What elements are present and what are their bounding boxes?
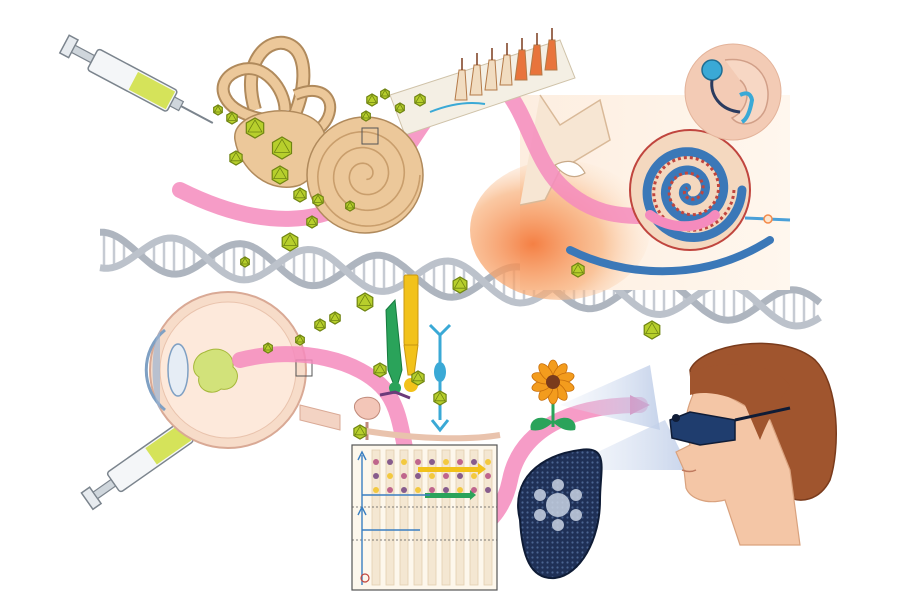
virus-particle-icon xyxy=(314,318,326,332)
retina-cell-nucleus xyxy=(401,473,407,479)
retina-cell-nucleus xyxy=(485,473,491,479)
virus-particle-icon xyxy=(643,320,661,340)
retina-layers-panel xyxy=(351,444,498,591)
virus-particle-icon xyxy=(414,93,426,107)
virus-particle-icon xyxy=(571,262,585,278)
virus-particle-icon xyxy=(452,276,468,294)
photoreceptor-column xyxy=(427,449,437,586)
virus-particle-icon xyxy=(373,362,387,378)
retina-cell-nucleus xyxy=(457,473,463,479)
hair-cell xyxy=(499,54,513,86)
retina-cell-nucleus xyxy=(429,473,435,479)
retina-cell-nucleus xyxy=(387,459,393,465)
virus-particle-icon xyxy=(306,215,318,229)
hair-cell xyxy=(469,64,483,96)
person-wearing-goggles xyxy=(669,342,837,546)
virus-particle-icon xyxy=(329,311,341,325)
hair-cell xyxy=(544,39,558,71)
photoreceptor-column xyxy=(413,449,423,586)
virus-particle-icon xyxy=(395,102,405,114)
retina-cell-nucleus xyxy=(401,459,407,465)
virus-particle-icon xyxy=(245,117,265,139)
retina-cell-nucleus xyxy=(485,459,491,465)
virus-particle-icon xyxy=(293,187,307,203)
photoreceptor-column xyxy=(399,449,409,586)
retina-cell-nucleus xyxy=(443,473,449,479)
virus-particle-icon xyxy=(433,390,447,406)
retina-cell-nucleus xyxy=(415,473,421,479)
flower-icon xyxy=(530,359,576,431)
virus-particle-icon xyxy=(361,110,371,122)
retina-cell-nucleus xyxy=(373,459,379,465)
photoreceptor-column xyxy=(483,449,493,586)
virus-particle-icon xyxy=(226,111,238,125)
photoreceptor-column xyxy=(455,449,465,586)
virus-particle-icon xyxy=(295,334,305,346)
retina-cell-nucleus xyxy=(485,487,491,493)
retina-cell-nucleus xyxy=(415,459,421,465)
retina-cell-nucleus xyxy=(471,473,477,479)
virus-particle-icon xyxy=(271,136,293,160)
retina-cell-nucleus xyxy=(429,459,435,465)
photoreceptor-column xyxy=(441,449,451,586)
outer-ear-device-inset xyxy=(684,43,782,141)
hair-cell-strip xyxy=(389,28,576,136)
photoreceptor-column xyxy=(385,449,395,586)
retina-cell-nucleus xyxy=(387,487,393,493)
retina-cell-nucleus xyxy=(373,473,379,479)
dna-helix xyxy=(99,228,823,330)
virus-particle-icon xyxy=(345,200,355,212)
virus-particle-icon xyxy=(356,292,374,312)
virus-particle-icon xyxy=(240,256,250,268)
hair-cell xyxy=(514,49,528,81)
retina-cell-nucleus xyxy=(373,487,379,493)
syringe-icon xyxy=(58,34,214,124)
virus-particle-icon xyxy=(263,342,273,354)
virus-particle-icon xyxy=(380,88,390,100)
hair-cell xyxy=(454,69,468,101)
light-beam-upper xyxy=(560,365,660,430)
retina-cell-nucleus xyxy=(415,487,421,493)
retina-cell-nucleus xyxy=(457,487,463,493)
dna-strand xyxy=(100,228,823,324)
optogenetic-device xyxy=(517,448,603,580)
virus-particle-icon xyxy=(229,150,243,166)
virus-particle-icon xyxy=(281,232,299,252)
eye-cross-section xyxy=(144,291,341,449)
virus-particles xyxy=(213,88,661,440)
retinal-cell-types xyxy=(354,274,501,442)
virus-particle-icon xyxy=(366,93,378,107)
retina-cell-nucleus xyxy=(443,487,449,493)
photoreceptor-column xyxy=(371,449,381,586)
virus-particle-icon xyxy=(213,104,223,116)
inner-ear-illustration xyxy=(216,35,424,234)
retina-cell-nucleus xyxy=(401,487,407,493)
dna-strand xyxy=(99,234,822,330)
virus-particle-icon xyxy=(353,424,367,440)
retina-cell-nucleus xyxy=(387,473,393,479)
retina-cell-nucleus xyxy=(471,459,477,465)
photoreceptor-column xyxy=(469,449,479,586)
virus-particle-icon xyxy=(312,193,324,207)
retina-cell-nucleus xyxy=(471,487,477,493)
virus-particle-icon xyxy=(411,370,425,386)
hair-cell xyxy=(484,59,498,91)
retina-cell-nucleus xyxy=(457,459,463,465)
cochlea-implant-spiral xyxy=(566,129,791,276)
hair-cell xyxy=(529,44,543,76)
retina-cell-nucleus xyxy=(443,459,449,465)
virus-particle-icon xyxy=(271,165,289,185)
retina-cell-nucleus xyxy=(429,487,435,493)
